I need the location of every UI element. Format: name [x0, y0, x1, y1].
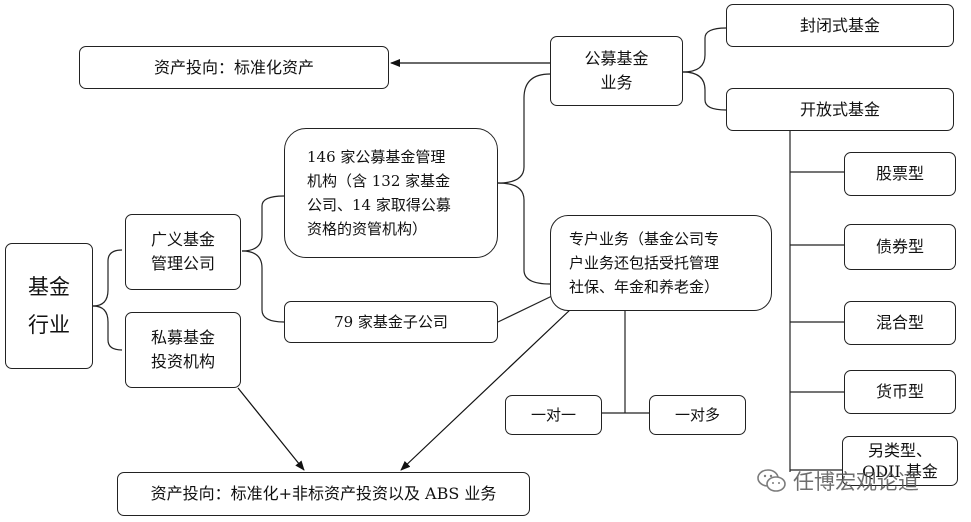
special-account-node[interactable]: 专户业务（基金公司专 户业务还包括受托管理 社保、年金和养老金）: [550, 215, 772, 311]
closed-end-fund-label: 封闭式基金: [799, 15, 880, 35]
public-fund-business-line2: 业务: [600, 73, 633, 92]
private-fund-line1: 私募基金: [150, 328, 215, 347]
asset-standard-node[interactable]: 资产投向：标准化资产: [79, 46, 389, 89]
one-to-one-node[interactable]: 一对一: [505, 395, 602, 435]
bond-fund-label: 债券型: [875, 237, 924, 256]
wechat-icon: [757, 469, 786, 492]
subsidiaries-79-label: 79 家基金子公司: [334, 313, 448, 331]
one-to-one-label: 一对一: [530, 406, 576, 424]
public-managers-146-node[interactable]: 146 家公募基金管理 机构（含 132 家基金 公司、14 家取得公募 资格的…: [284, 128, 498, 258]
private-fund-node[interactable]: 私募基金 投资机构: [125, 312, 241, 388]
stock-fund-node[interactable]: 股票型: [844, 152, 956, 196]
stock-fund-label: 股票型: [875, 164, 924, 183]
fund-industry-line1: 基金: [28, 275, 70, 299]
public-managers-146-line2: 机构（含 132 家基金: [307, 172, 451, 190]
hybrid-fund-node[interactable]: 混合型: [844, 301, 956, 345]
public-fund-business-node[interactable]: 公募基金 业务: [550, 36, 683, 106]
alternative-fund-line1: 另类型、: [867, 441, 932, 460]
public-managers-146-line4: 资格的资管机构）: [307, 220, 428, 238]
closed-end-fund-node[interactable]: 封闭式基金: [726, 4, 954, 47]
public-managers-146-line3: 公司、14 家取得公募: [307, 196, 451, 214]
alternative-fund-node[interactable]: 另类型、 QDII 基金: [842, 436, 958, 486]
open-end-fund-node[interactable]: 开放式基金: [726, 88, 954, 131]
fund-industry-line2: 行业: [28, 313, 70, 337]
special-account-line3: 社保、年金和养老金）: [569, 278, 720, 296]
broad-fund-mgmt-line2: 管理公司: [150, 254, 215, 273]
hybrid-fund-label: 混合型: [875, 313, 924, 332]
alternative-fund-line2: QDII 基金: [862, 462, 938, 481]
fund-industry-node[interactable]: 基金 行业: [5, 243, 93, 369]
money-fund-node[interactable]: 货币型: [844, 370, 956, 414]
broad-fund-mgmt-line1: 广义基金: [150, 230, 215, 249]
asset-nonstandard-node[interactable]: 资产投向：标准化+非标资产投资以及 ABS 业务: [117, 472, 530, 516]
public-managers-146-line1: 146 家公募基金管理: [307, 148, 446, 166]
special-account-line1: 专户业务（基金公司专: [569, 230, 720, 248]
one-to-many-label: 一对多: [674, 406, 720, 424]
asset-nonstandard-label: 资产投向：标准化+非标资产投资以及 ABS 业务: [150, 484, 497, 503]
money-fund-label: 货币型: [875, 382, 924, 401]
broad-fund-mgmt-node[interactable]: 广义基金 管理公司: [125, 214, 241, 290]
open-end-fund-label: 开放式基金: [799, 99, 880, 119]
public-fund-business-line1: 公募基金: [584, 49, 649, 68]
private-fund-line2: 投资机构: [150, 352, 215, 371]
asset-standard-label: 资产投向：标准化资产: [153, 57, 314, 77]
special-account-line2: 户业务还包括受托管理: [569, 254, 720, 272]
watermark-text: 任博宏观论道: [793, 470, 919, 494]
one-to-many-node[interactable]: 一对多: [649, 395, 746, 435]
watermark: 任博宏观论道: [757, 464, 962, 498]
bond-fund-node[interactable]: 债券型: [844, 224, 956, 270]
subsidiaries-79-node[interactable]: 79 家基金子公司: [284, 301, 498, 343]
